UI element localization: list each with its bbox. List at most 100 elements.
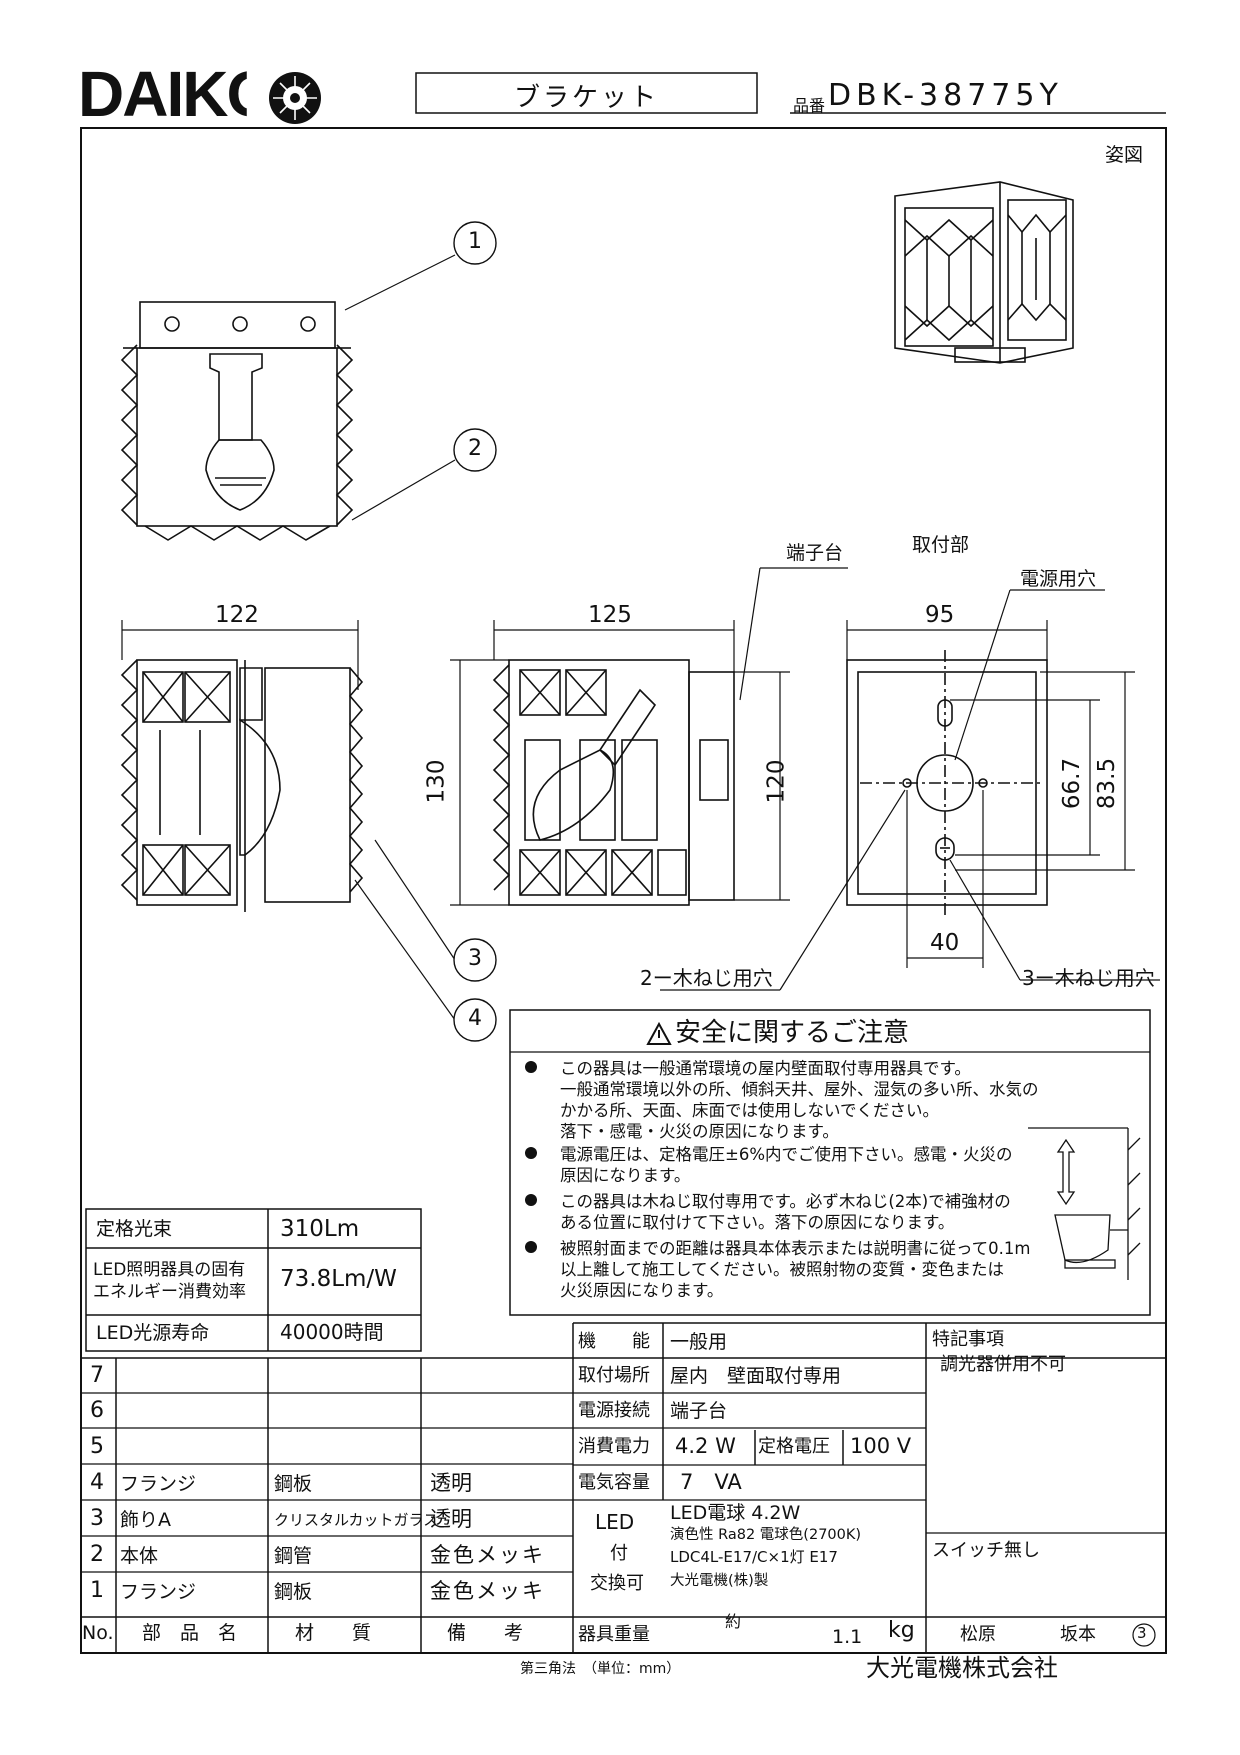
led-spec-value: 73.8Lm/W — [280, 1266, 397, 1292]
weight-value: 1.1 — [832, 1626, 863, 1648]
spec-value: 7 VA — [680, 1470, 742, 1494]
part-no: 5 — [90, 1434, 104, 1459]
revision-mark: 3 — [1137, 1624, 1147, 1642]
spec-value: 一般用 — [670, 1331, 728, 1353]
safety-line: 電源電圧は、定格電圧±6%内でご使用下さい。感電・火災の — [560, 1145, 1013, 1164]
part-note: 透明 — [430, 1471, 472, 1495]
brand-logo: DAIKO — [78, 62, 274, 126]
dim-hole-pitch-1: 66.7 — [1059, 757, 1086, 810]
power-hole-label: 電源用穴 — [1020, 568, 1097, 590]
part-number-label: 品番 — [793, 96, 826, 115]
led-spec-label: LED光源寿命 — [96, 1322, 210, 1344]
part-no: 4 — [90, 1470, 104, 1495]
callout-3-label: 3 — [468, 946, 482, 971]
spec-label: 取付場所 — [578, 1365, 650, 1386]
led-spec-label: 定格光束 — [96, 1218, 173, 1240]
callout-1 — [453, 221, 497, 265]
side-view — [120, 659, 364, 912]
dim-base-width: 95 — [925, 602, 955, 628]
spec-label: 定格電圧 — [758, 1436, 830, 1457]
part-note: 金色メッキ — [430, 1579, 545, 1603]
remarks-line: 調光器併用不可 — [940, 1354, 1066, 1375]
safety-line: この器具は木ねじ取付専用です。必ず木ねじ(2本)で補強材の — [560, 1192, 1011, 1211]
dimension-lines — [121, 620, 1135, 968]
terminal-label: 端子台 — [786, 542, 844, 564]
safety-title: 安全に関するご注意 — [675, 1018, 910, 1048]
led-spec-label: LED照明器具の固有 — [93, 1260, 246, 1280]
part-no: 2 — [90, 1542, 104, 1567]
perspective-label: 姿図 — [1105, 144, 1144, 166]
part-material: 鋼板 — [274, 1581, 313, 1603]
part-material: クリスタルカットガラス — [274, 1511, 439, 1529]
signoff-person: 坂本 — [1060, 1624, 1096, 1645]
safety-line: 火災原因になります。 — [560, 1281, 724, 1300]
safety-line: この器具は一般通常環境の屋内壁面取付専用器具です。 — [560, 1059, 971, 1078]
part-number: DBK-38775Y — [828, 78, 1063, 113]
safety-line: 落下・感電・火災の原因になります。 — [560, 1122, 839, 1141]
bulb-line: 大光電機(株)製 — [670, 1573, 769, 1589]
spec-value: 屋内 壁面取付専用 — [670, 1365, 842, 1387]
led-spec-value: 310Lm — [280, 1216, 360, 1242]
part-material: 鋼管 — [274, 1545, 313, 1567]
spec-value: 4.2 W — [675, 1434, 736, 1458]
part-name: 飾りA — [120, 1509, 171, 1531]
part-note: 透明 — [430, 1507, 472, 1531]
screw-hole-3-label: 3ー木ねじ用穴 — [1022, 966, 1155, 990]
dim-hole-spacing: 40 — [930, 930, 960, 956]
safety-line: 原因になります。 — [560, 1166, 691, 1185]
logo-o-mark — [269, 72, 321, 124]
brand-text: DAIKO — [78, 58, 275, 130]
part-name: フランジ — [120, 1581, 197, 1603]
dim-height: 130 — [423, 759, 450, 804]
callout-3 — [453, 938, 497, 982]
callout-4-label: 4 — [468, 1006, 482, 1031]
spec-value: 100 V — [850, 1434, 912, 1458]
part-name: フランジ — [120, 1473, 197, 1495]
header-note: 備 考 — [447, 1622, 524, 1644]
spec-value: 端子台 — [670, 1400, 728, 1422]
callout-1-label: 1 — [468, 229, 482, 254]
spec-label: 消費電力 — [578, 1436, 650, 1457]
header-no: No. — [82, 1622, 114, 1644]
product-type: ブラケット — [513, 83, 659, 113]
dim-front-width: 125 — [588, 602, 632, 628]
callout-2 — [453, 428, 497, 472]
remarks-title: 特記事項 — [932, 1329, 1004, 1350]
perspective-view — [894, 181, 1074, 364]
callout-2-label: 2 — [468, 436, 482, 461]
header-name: 部 品 名 — [142, 1622, 238, 1644]
part-no: 1 — [90, 1578, 104, 1603]
bulb-line: LED電球 4.2W — [670, 1502, 801, 1524]
weight-approx: 約 — [725, 1612, 742, 1631]
bullet-icons — [525, 1061, 537, 1253]
bulb-line: LDC4L-E17/C×1灯 E17 — [670, 1548, 838, 1566]
projection-note: 第三角法 （単位：mm） — [520, 1661, 681, 1677]
spec-label: 電気容量 — [578, 1472, 650, 1493]
company-name: 大光電機株式会社 — [866, 1654, 1058, 1682]
part-no: 6 — [90, 1398, 104, 1423]
weight-unit: kg — [888, 1618, 915, 1643]
wall-mount-illustration-icon — [1028, 1127, 1141, 1280]
header-material: 材 質 — [295, 1622, 372, 1644]
part-no: 7 — [90, 1363, 104, 1388]
weight-label: 器具重量 — [578, 1624, 650, 1645]
remarks-line: スイッチ無し — [932, 1540, 1040, 1561]
top-view — [120, 301, 354, 541]
led-label: LED — [595, 1510, 635, 1534]
part-note: 金色メッキ — [430, 1543, 545, 1567]
led-label: 交換可 — [590, 1573, 644, 1594]
warning-icon — [646, 1021, 672, 1045]
front-view — [492, 659, 735, 906]
safety-line: かかる所、天面、床面では使用しないでください。 — [560, 1101, 940, 1120]
dim-hole-pitch-2: 83.5 — [1094, 757, 1121, 810]
dim-side-width: 122 — [215, 602, 259, 628]
spec-label: 電源接続 — [578, 1400, 650, 1421]
mounting-view — [846, 650, 1048, 915]
part-material: 鋼板 — [274, 1473, 313, 1495]
safety-line: 以上離して施工してください。被照射物の変質・変色または — [560, 1260, 1005, 1279]
led-spec-value: 40000時間 — [280, 1320, 384, 1344]
bulb-line: 演色性 Ra82 電球色(2700K) — [670, 1527, 862, 1543]
leader-lines — [344, 254, 1160, 1021]
safety-line: 一般通常環境以外の所、傾斜天井、屋外、湿気の多い所、水気の — [560, 1080, 1039, 1099]
